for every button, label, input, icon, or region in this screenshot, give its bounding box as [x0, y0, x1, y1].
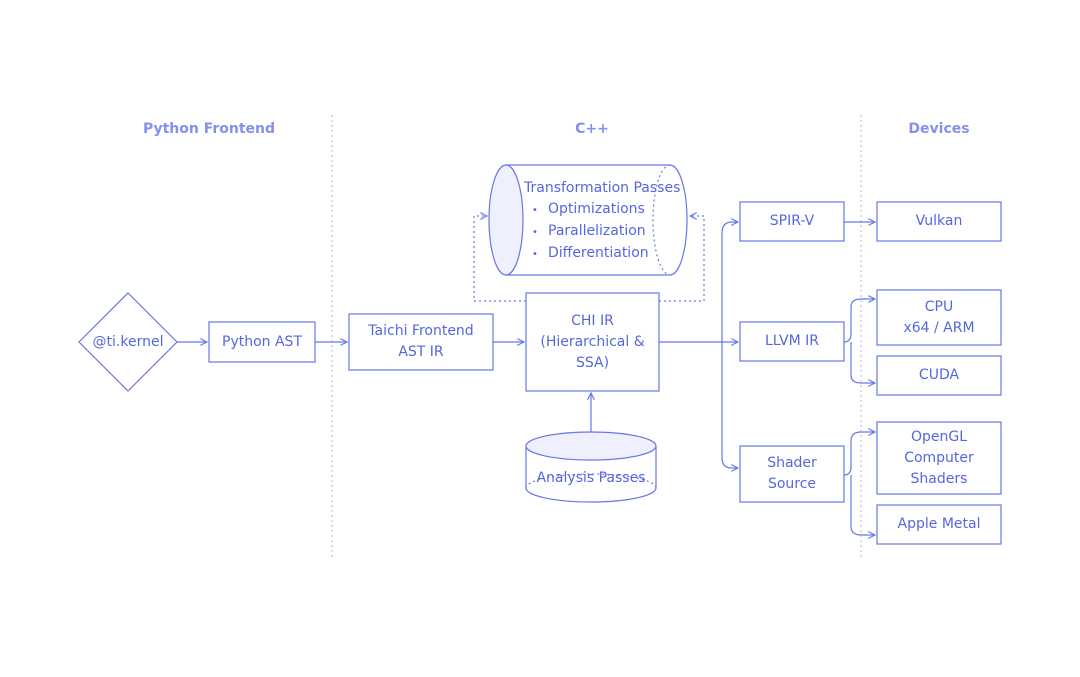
edge-chi-transform-loop-left: [473, 216, 526, 302]
llvm-ir-text: LLVM IR: [764, 333, 820, 349]
ti-kernel-diamond: [78, 292, 178, 392]
shader-source-line-2: Source: [767, 476, 817, 492]
edge-shader-metal: [850, 475, 875, 535]
llvm-ir-label: LLVM IR: [740, 322, 844, 361]
vulkan-box: [876, 201, 1002, 242]
taichi-frontend-line-2: AST IR: [398, 344, 444, 360]
shader-source-label: Shader Source: [740, 446, 844, 502]
edge-chi-shader: [721, 342, 738, 468]
shader-source-box: [739, 445, 845, 503]
chi-ir-line-1: CHI IR: [571, 312, 614, 329]
transformation-cylinder: [488, 164, 688, 276]
cuda-box: [876, 355, 1002, 396]
transformation-passes-label: Transformation Passes • Optimizations • Pa…: [524, 178, 680, 265]
bullet-icon: •: [532, 249, 538, 260]
header-devices: Devices: [908, 121, 970, 137]
header-cpp: C++: [575, 121, 609, 137]
spir-v-label: SPIR-V: [740, 202, 844, 241]
edge-chi-transform-loop-right: [659, 216, 705, 302]
header-python-frontend: Python Frontend: [142, 121, 276, 137]
transform-item-text: Optimizations: [548, 201, 645, 217]
taichi-frontend-line-1: Taichi Frontend: [368, 323, 474, 339]
transform-item-optimizations: • Optimizations: [524, 199, 680, 221]
transform-item-parallelization: • Parallelization: [524, 221, 680, 243]
apple-metal-label: Apple Metal: [877, 505, 1001, 544]
edge-chi-spirv: [721, 222, 738, 342]
edge-shader-opengl: [843, 432, 875, 476]
chi-ir-line-3: SSA): [575, 354, 610, 371]
apple-metal-text: Apple Metal: [897, 516, 981, 532]
python-ast-text: Python AST: [222, 333, 302, 350]
apple-metal-box: [876, 504, 1002, 545]
analysis-passes-text: Analysis Passes: [536, 469, 646, 486]
edge-llvm-cuda: [850, 342, 875, 383]
transform-item-text: Parallelization: [548, 223, 646, 239]
bullet-icon: •: [532, 227, 538, 238]
vulkan-label: Vulkan: [877, 202, 1001, 241]
taichi-frontend-label: Taichi Frontend AST IR: [349, 314, 493, 370]
transform-item-differentiation: • Differentiation: [524, 243, 680, 265]
ti-kernel-text: @ti.kernel: [92, 333, 164, 350]
analysis-passes-label: Analysis Passes: [526, 466, 656, 490]
transformation-passes-title: Transformation Passes: [524, 180, 681, 196]
chi-ir-line-2: (Hierarchical &: [540, 333, 645, 350]
chi-ir-label: CHI IR (Hierarchical & SSA): [526, 293, 659, 391]
cuda-text: CUDA: [918, 367, 960, 383]
vulkan-text: Vulkan: [915, 213, 963, 229]
opengl-line-3: Shaders: [910, 470, 968, 487]
opengl-line-2: Computer: [904, 449, 974, 466]
bullet-icon: •: [532, 205, 538, 216]
cuda-label: CUDA: [877, 356, 1001, 395]
cpu-line-1: CPU: [924, 298, 954, 315]
spir-v-text: SPIR-V: [769, 213, 815, 229]
edge-llvm-cpu: [843, 299, 875, 343]
opengl-box: [876, 421, 1002, 495]
opengl-label: OpenGL Computer Shaders: [877, 422, 1001, 494]
transform-item-text: Differentiation: [548, 245, 649, 261]
cpu-box: [876, 289, 1002, 346]
ti-kernel-label: @ti.kernel: [79, 322, 177, 362]
shader-source-line-1: Shader: [767, 455, 817, 471]
cpu-line-2: x64 / ARM: [903, 319, 975, 336]
opengl-line-1: OpenGL: [910, 428, 968, 445]
cpu-label: CPU x64 / ARM: [877, 290, 1001, 345]
python-ast-label: Python AST: [209, 322, 315, 362]
